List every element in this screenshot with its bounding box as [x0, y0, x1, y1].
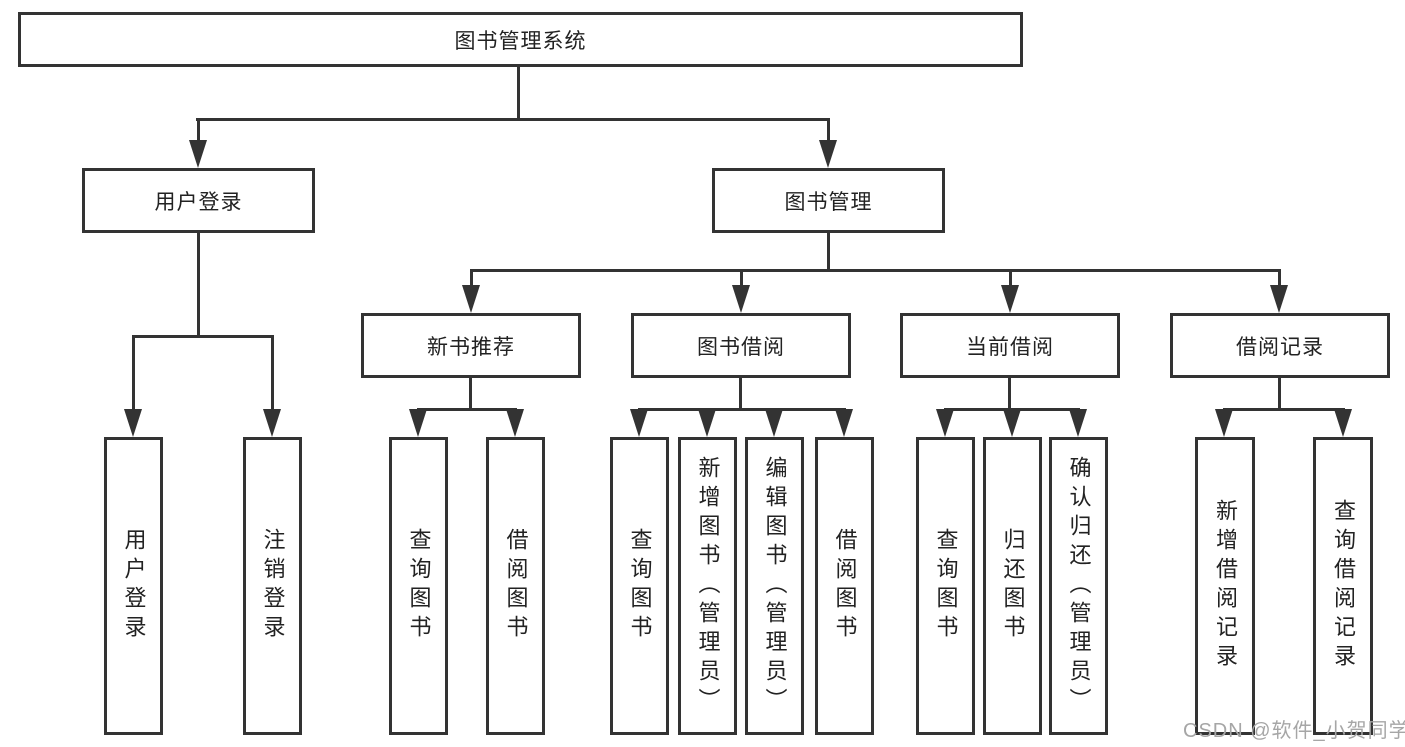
connector-line — [827, 118, 830, 143]
connector-line — [132, 335, 135, 411]
connector-arrowhead — [263, 409, 281, 437]
connector-line — [638, 408, 846, 411]
connector-line — [197, 233, 200, 335]
connector-line — [470, 269, 473, 287]
connector-arrowhead — [1270, 285, 1288, 313]
leaf-add-borrow-record: 新增借阅记录 — [1195, 437, 1255, 735]
connector-arrowhead — [1069, 409, 1087, 437]
node-book-management: 图书管理 — [712, 168, 945, 233]
leaf-borrow-books-recommend: 借阅图书 — [486, 437, 545, 735]
connector-line — [1009, 269, 1012, 287]
leaf-return-books: 归还图书 — [983, 437, 1042, 735]
connector-line — [271, 335, 274, 411]
leaf-confirm-return-admin: 确认归还（管理员） — [1049, 437, 1108, 735]
leaf-query-borrow-record: 查询借阅记录 — [1313, 437, 1373, 735]
connector-arrowhead — [1334, 409, 1352, 437]
connector-line — [1278, 269, 1281, 287]
connector-arrowhead — [1003, 409, 1021, 437]
connector-arrowhead — [936, 409, 954, 437]
connector-arrowhead — [765, 409, 783, 437]
connector-line — [196, 118, 830, 121]
connector-arrowhead — [124, 409, 142, 437]
connector-arrowhead — [409, 409, 427, 437]
leaf-user-login: 用户登录 — [104, 437, 163, 735]
connector-arrowhead — [189, 140, 207, 168]
connector-line — [827, 233, 830, 269]
node-current-borrow: 当前借阅 — [900, 313, 1120, 378]
leaf-logout: 注销登录 — [243, 437, 302, 735]
leaf-borrow-books: 借阅图书 — [815, 437, 874, 735]
connector-line — [470, 269, 1281, 272]
connector-arrowhead — [835, 409, 853, 437]
connector-arrowhead — [630, 409, 648, 437]
node-user-login: 用户登录 — [82, 168, 315, 233]
leaf-edit-books-admin: 编辑图书（管理员） — [745, 437, 804, 735]
connector-arrowhead — [698, 409, 716, 437]
connector-line — [132, 335, 274, 338]
connector-line — [739, 378, 742, 408]
node-book-borrow: 图书借阅 — [631, 313, 851, 378]
node-root-library-system: 图书管理系统 — [18, 12, 1023, 67]
leaf-query-books-recommend: 查询图书 — [389, 437, 448, 735]
leaf-query-books-current: 查询图书 — [916, 437, 975, 735]
connector-arrowhead — [506, 409, 524, 437]
connector-line — [469, 378, 472, 408]
connector-line — [517, 67, 520, 118]
connector-line — [417, 408, 517, 411]
connector-line — [1008, 378, 1011, 408]
connector-arrowhead — [1215, 409, 1233, 437]
connector-line — [197, 118, 200, 143]
node-borrow-records: 借阅记录 — [1170, 313, 1390, 378]
connector-arrowhead — [819, 140, 837, 168]
connector-line — [1223, 408, 1345, 411]
leaf-query-books-borrow: 查询图书 — [610, 437, 669, 735]
connector-line — [1278, 378, 1281, 408]
csdn-watermark: CSDN @软件_小贺同学 — [1183, 720, 1405, 742]
connector-arrowhead — [462, 285, 480, 313]
connector-arrowhead — [1001, 285, 1019, 313]
node-new-book-recommend: 新书推荐 — [361, 313, 581, 378]
leaf-add-books-admin: 新增图书（管理员） — [678, 437, 737, 735]
connector-line — [740, 269, 743, 287]
connector-arrowhead — [732, 285, 750, 313]
